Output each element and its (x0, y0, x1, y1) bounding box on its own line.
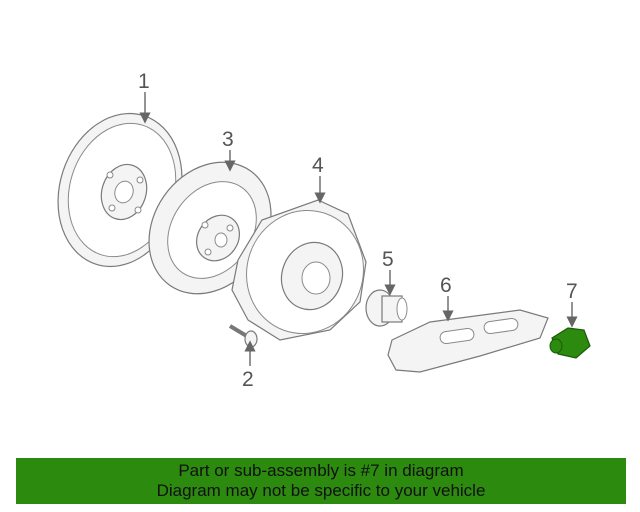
part-2-bolt[interactable] (228, 324, 258, 348)
part-6-release-fork[interactable] (387, 309, 549, 373)
part-4-pressure-plate[interactable] (229, 194, 380, 350)
callout-4[interactable]: 4 (312, 154, 324, 177)
part-5-release-bearing[interactable] (365, 289, 408, 327)
callout-2[interactable]: 2 (242, 368, 254, 391)
callout-3[interactable]: 3 (222, 128, 234, 151)
banner-line-part: Part or sub-assembly is #7 in diagram (178, 461, 464, 480)
callout-5[interactable]: 5 (382, 248, 394, 271)
callout-6[interactable]: 6 (440, 274, 452, 297)
diagram-notice-banner: Part or sub-assembly is #7 in diagram Di… (16, 458, 626, 504)
part-7-highlighted[interactable] (549, 327, 591, 359)
banner-line-disclaimer: Diagram may not be specific to your vehi… (156, 481, 486, 500)
callout-7[interactable]: 7 (566, 280, 578, 303)
callout-1[interactable]: 1 (138, 70, 150, 93)
